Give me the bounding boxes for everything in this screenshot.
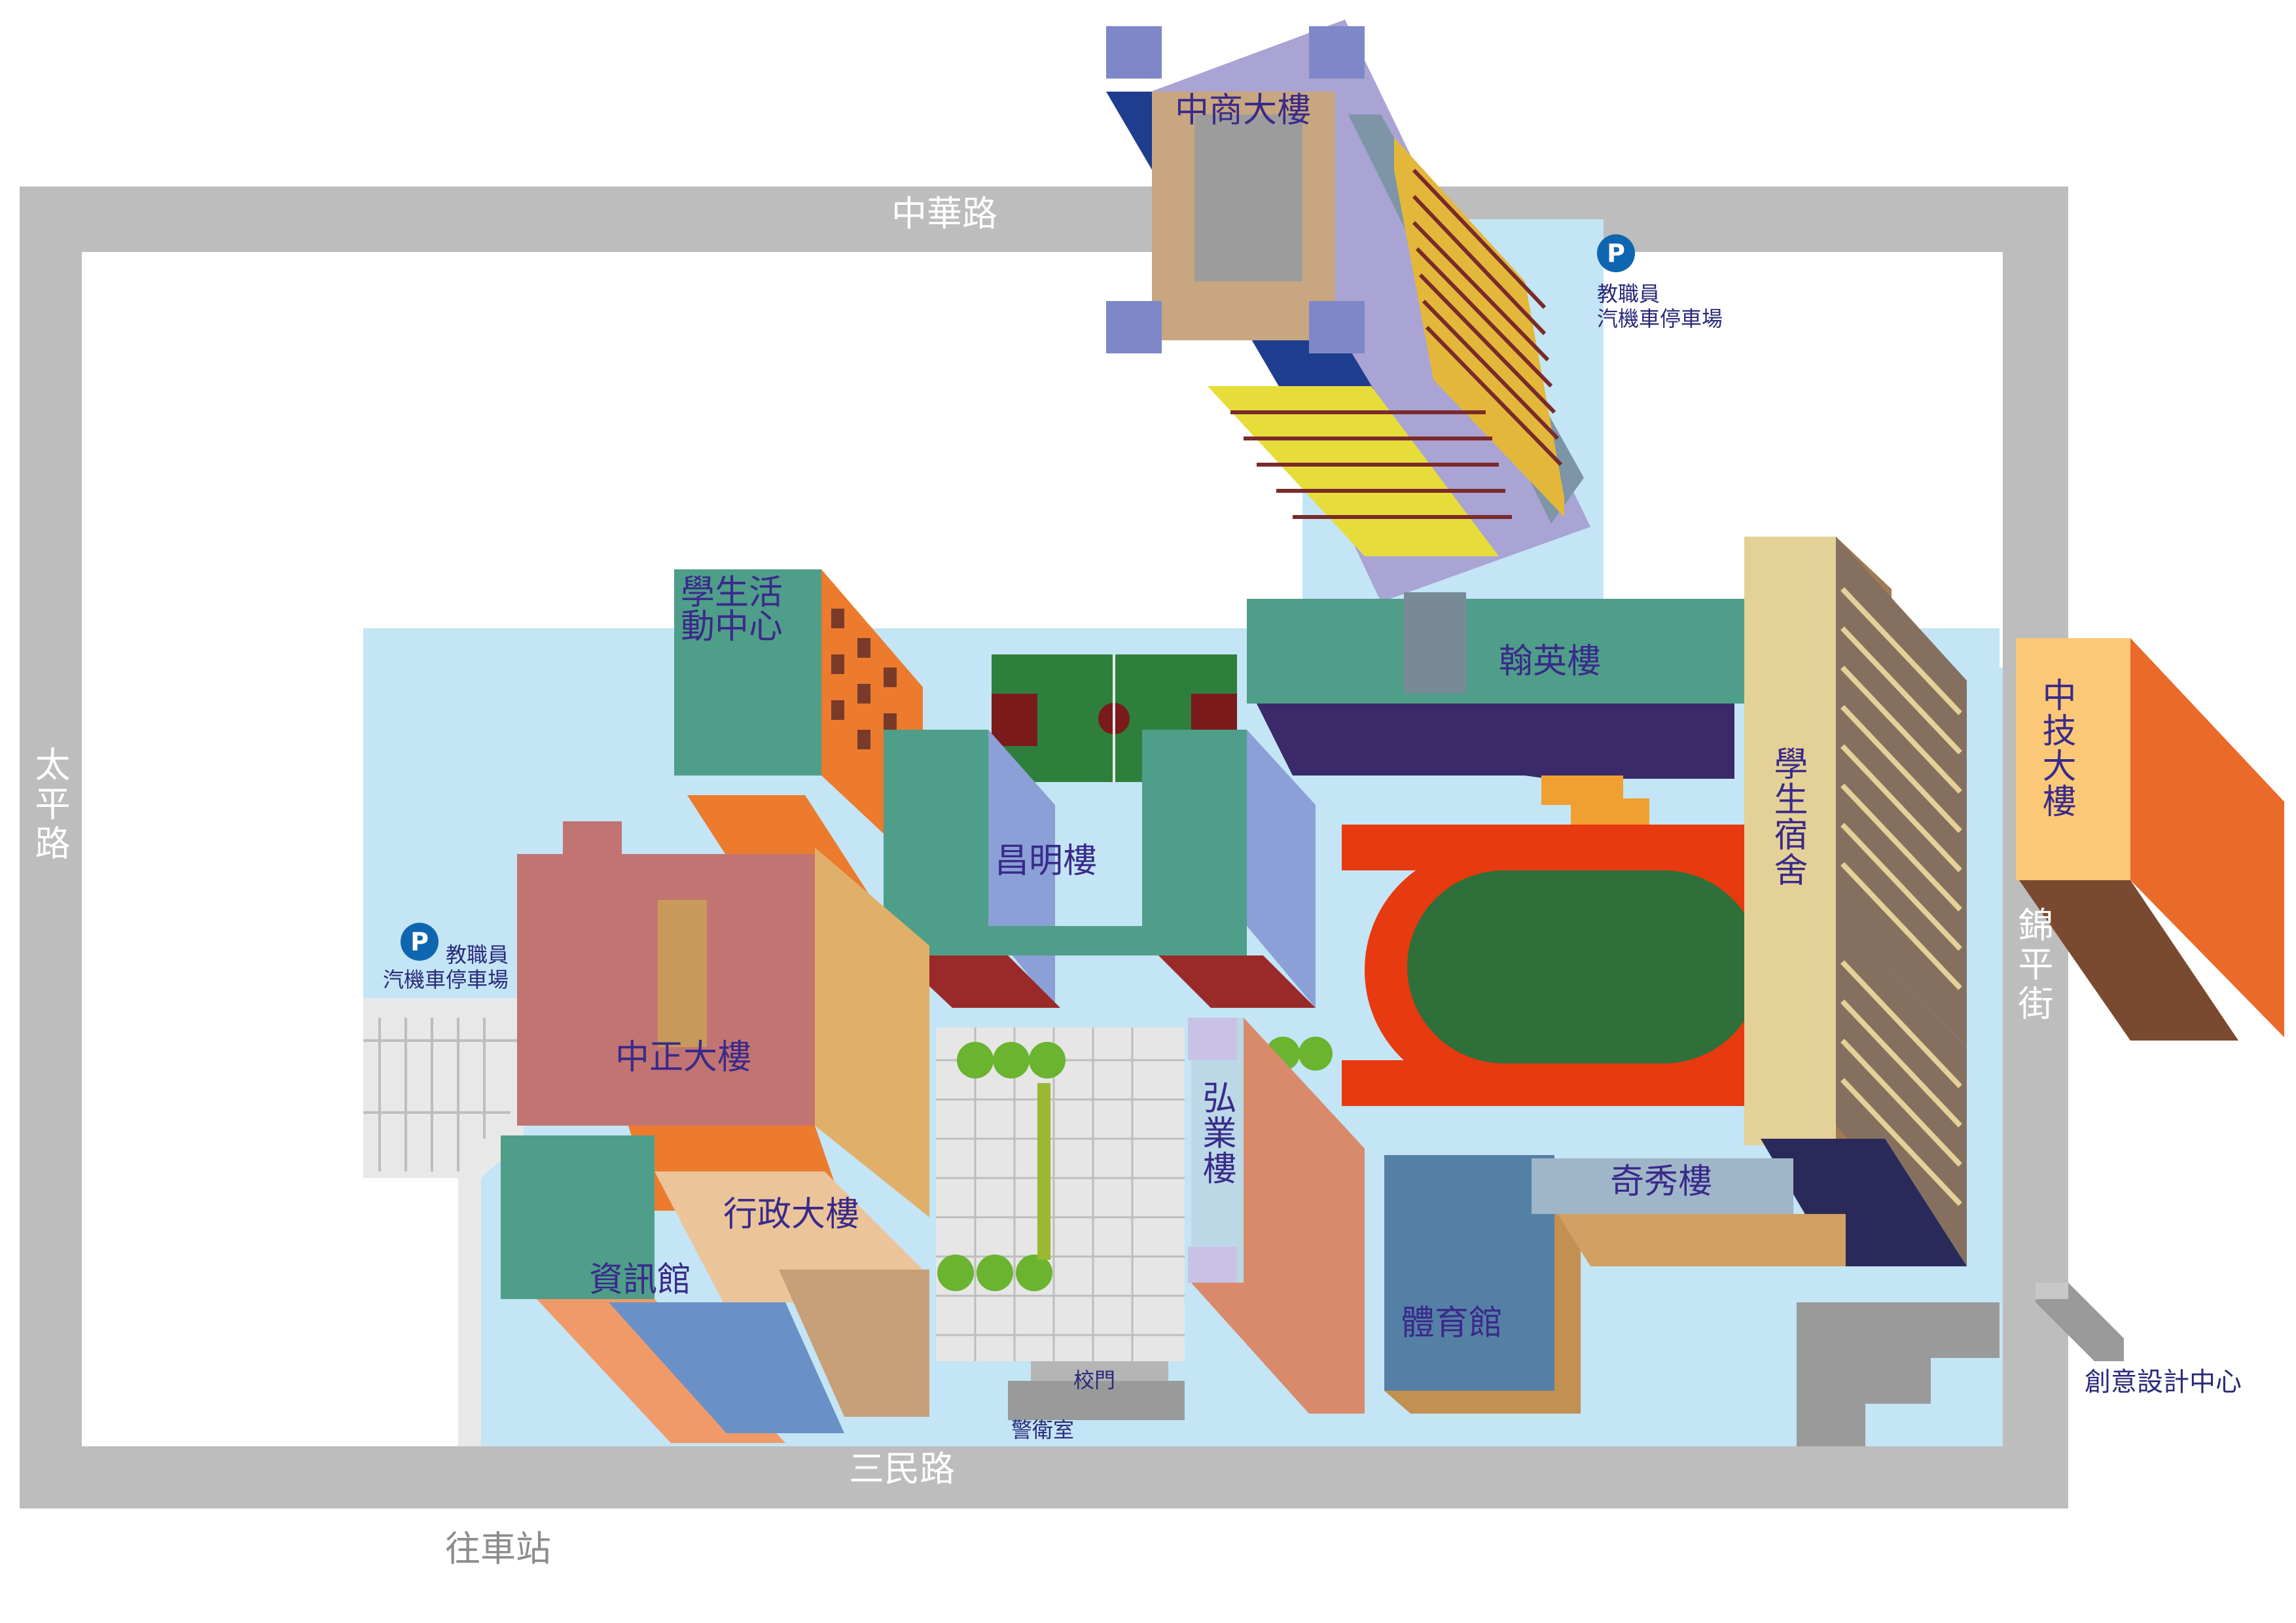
label-information: 資訊館 (589, 1260, 692, 1300)
label-zhongzheng: 中正大樓 (615, 1038, 752, 1077)
road-label-south: 三民路 (849, 1448, 955, 1489)
road-label-west: 太平路 (29, 746, 70, 864)
label-to-station: 往車站 (445, 1528, 551, 1569)
label-changming: 昌明樓 (995, 842, 1098, 881)
hanying-building (1247, 592, 1744, 828)
label-hongye: 弘業樓 (1196, 1080, 1236, 1186)
design-center-marker (2036, 1283, 2124, 1361)
zhongshang-building (1106, 20, 1590, 602)
label-guard-room: 警衛室 (1011, 1418, 1075, 1442)
student-dormitory (1744, 537, 1967, 1266)
administration-and-info-building (501, 1135, 929, 1443)
label-gate: 校門 (1073, 1368, 1116, 1393)
hongye-building (1188, 1018, 1365, 1414)
parking-label-north: 教職員 汽機車停車場 (1597, 281, 1723, 332)
road-label-north: 中華路 (891, 193, 997, 234)
label-qixiu: 奇秀樓 (1610, 1162, 1713, 1202)
parking-icon: P (401, 923, 439, 961)
gymnasium (1384, 1155, 1846, 1414)
parking-label-west: 教職員 汽機車停車場 (383, 942, 509, 993)
south-east-structure (1797, 1302, 2000, 1446)
zhongzheng-building (517, 821, 929, 1217)
label-hanying: 翰英樓 (1499, 642, 1602, 681)
label-student-activity: 學生活動中心 (681, 573, 783, 647)
label-zhongji: 中技大樓 (2036, 677, 2075, 819)
parking-icon: P (1597, 234, 1635, 272)
label-administration: 行政大樓 (723, 1195, 860, 1234)
label-design-center: 創意設計中心 (2085, 1367, 2242, 1397)
label-zhongshang: 中商大樓 (1175, 91, 1312, 130)
running-track (1342, 825, 1797, 1106)
zhongji-building (2016, 638, 2284, 1041)
trees (937, 1037, 1333, 1291)
road-label-east: 錦平街 (2012, 906, 2053, 1024)
zhongshang-east-facade (1394, 137, 1564, 517)
gate-plaza (936, 1027, 1185, 1420)
west-parking-lot (363, 998, 524, 1446)
label-dormitory: 學生宿舍 (1768, 746, 1807, 887)
changming-building (884, 730, 1316, 1008)
label-gymnasium: 體育館 (1401, 1304, 1503, 1343)
